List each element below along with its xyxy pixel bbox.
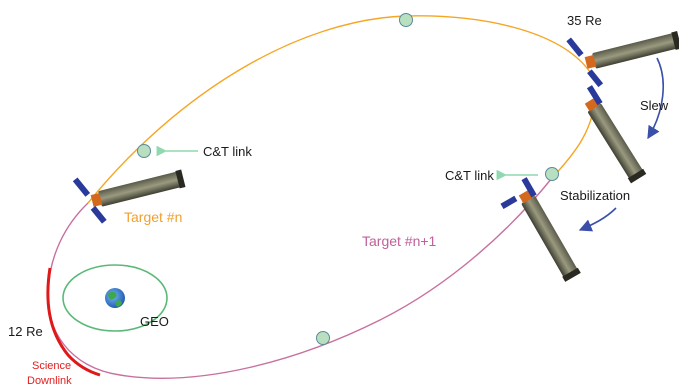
relay-node-icon <box>137 144 151 158</box>
relay-node-icon <box>545 167 559 181</box>
space-telescope-icon <box>584 85 647 184</box>
stabilization-label: Stabilization <box>560 188 630 203</box>
slew-label: Slew <box>640 98 669 113</box>
slew-arrow <box>647 57 664 140</box>
space-telescope-icon <box>72 169 186 224</box>
relay-node-icon <box>399 13 413 27</box>
perigee-label: 12 Re <box>8 324 43 339</box>
earth-globe-icon <box>105 288 125 308</box>
target-n1-label: Target #n+1 <box>362 233 437 249</box>
ct-link-upper-label: C&T link <box>203 144 252 159</box>
geo-orbit-ring <box>62 264 168 332</box>
science-downlink-label: Science <box>32 360 71 372</box>
science-downlink-arc <box>46 267 101 377</box>
relay-node-icon <box>316 331 330 345</box>
science-downlink-label-line2: Downlink <box>27 375 72 387</box>
stabilization-arrow <box>578 207 617 232</box>
orbit-target-n <box>87 15 591 204</box>
space-telescope-icon <box>500 177 581 282</box>
apogee-label: 35 Re <box>567 13 602 28</box>
ct-link-right-label: C&T link <box>445 168 494 183</box>
target-n-label: Target #n <box>124 209 182 225</box>
geo-label: GEO <box>140 314 169 329</box>
